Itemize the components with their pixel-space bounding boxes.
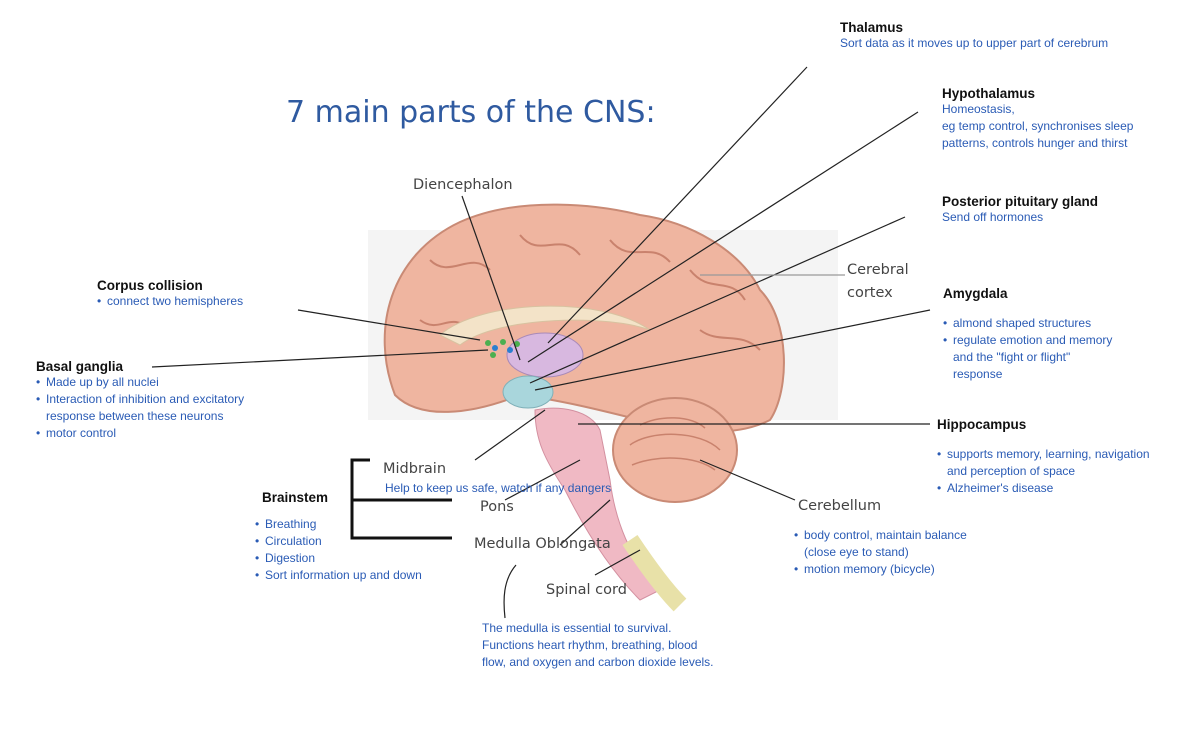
brainstem-bullet-1: Breathing	[255, 516, 422, 533]
hypothalamus-heading: Hypothalamus	[942, 86, 1036, 101]
gyri-lines	[419, 234, 761, 351]
cerebellum-shape	[612, 397, 738, 503]
annotation-cerebellum: body control, maintain balance (close ey…	[794, 527, 967, 578]
label-midbrain: Midbrain	[383, 461, 447, 477]
posterior-pituitary-note: Send off hormones	[942, 210, 1044, 224]
annotation-corpus: Corpus collision connect two hemispheres	[97, 278, 243, 310]
annotation-brainstem-heading-wrap: Brainstem	[262, 490, 328, 505]
label-diencephalon: Diencephalon	[413, 177, 513, 193]
annotation-hypothalamus: Hypothalamus Homeostasis, eg temp contro…	[942, 86, 1133, 152]
hippocampus-heading: Hippocampus	[937, 417, 1027, 432]
posterior-pituitary-heading: Posterior pituitary gland	[942, 194, 1099, 209]
medulla-note-1: The medulla is essential to survival.	[482, 621, 672, 635]
medulla-note-3: flow, and oxygen and carbon dioxide leve…	[482, 655, 714, 669]
annotation-medulla: The medulla is essential to survival. Fu…	[482, 620, 714, 671]
cerebellum-bullet-2: motion memory (bicycle)	[794, 561, 967, 578]
amygdala-heading: Amygdala	[943, 286, 1008, 301]
brainstem-heading: Brainstem	[262, 490, 329, 505]
medulla-note-2: Functions heart rhythm, breathing, blood	[482, 638, 698, 652]
corpus-heading: Corpus collision	[97, 278, 203, 293]
hippocampus-bullet-2: Alzheimer's disease	[937, 480, 1150, 497]
brainstem-bullets: Breathing Circulation Digestion Sort inf…	[255, 516, 422, 584]
hippocampus-bullet-1: supports memory, learning, navigation an…	[937, 446, 1150, 480]
leader-lines	[151, 66, 931, 619]
label-pons: Pons	[480, 499, 514, 515]
amygdala-bullets: almond shaped structures regulate emotio…	[943, 315, 1112, 383]
annotation-posterior-pituitary: Posterior pituitary gland Send off hormo…	[942, 194, 1098, 226]
label-cerebellum: Cerebellum	[798, 498, 882, 514]
hypothalamus-note-3: patterns, controls hunger and thirst	[942, 136, 1128, 150]
annotation-hippocampus: Hippocampus supports memory, learning, n…	[937, 417, 1150, 497]
corpus-bullet-1: connect two hemispheres	[97, 293, 243, 310]
cerebellum-bullets: body control, maintain balance (close ey…	[794, 527, 967, 578]
thalamus-heading: Thalamus	[840, 20, 904, 35]
basal-ganglia-heading: Basal ganglia	[36, 359, 124, 374]
annotation-basal-ganglia: Basal ganglia Made up by all nuclei Inte…	[36, 359, 244, 442]
label-medulla: Medulla Oblongata	[474, 536, 611, 552]
annotation-thalamus: Thalamus Sort data as it moves up to upp…	[840, 20, 1108, 52]
basal-ganglia-bullet-1: Made up by all nuclei	[36, 374, 244, 391]
hippocampus-bullets: supports memory, learning, navigation an…	[937, 446, 1150, 497]
slide-title: 7 main parts of the CNS:	[286, 95, 656, 130]
hypothalamus-shape	[502, 375, 554, 409]
hypothalamus-note-1: Homeostasis,	[942, 102, 1015, 116]
brainstem-bullet-3: Digestion	[255, 550, 422, 567]
annotation-amygdala: Amygdala almond shaped structures regula…	[943, 286, 1112, 383]
thalamus-note: Sort data as it moves up to upper part o…	[840, 36, 1109, 50]
label-cerebral-cortex-line2: cortex	[847, 285, 893, 301]
basal-ganglia-bullet-3: motor control	[36, 425, 244, 442]
hypothalamus-note-2: eg temp control, synchronises sleep	[942, 119, 1134, 133]
midbrain-note: Help to keep us safe, watch if any dange…	[385, 481, 612, 495]
annotation-brainstem: Breathing Circulation Digestion Sort inf…	[255, 516, 422, 584]
corpus-bullets: connect two hemispheres	[97, 293, 243, 310]
brainstem-bullet-2: Circulation	[255, 533, 422, 550]
amygdala-bullet-1: almond shaped structures	[943, 315, 1112, 332]
spinal-cord-shape	[622, 535, 687, 612]
amygdala-bullet-2: regulate emotion and memory and the "fig…	[943, 332, 1112, 383]
label-spinal-cord: Spinal cord	[546, 582, 627, 598]
basal-ganglia-bullets: Made up by all nuclei Interaction of inh…	[36, 374, 244, 442]
label-cerebral-cortex-line1: Cerebral	[847, 262, 909, 278]
basal-ganglia-bullet-2: Interaction of inhibition and excitatory…	[36, 391, 244, 425]
cerebellum-bullet-1: body control, maintain balance (close ey…	[794, 527, 967, 561]
brainstem-bullet-4: Sort information up and down	[255, 567, 422, 584]
